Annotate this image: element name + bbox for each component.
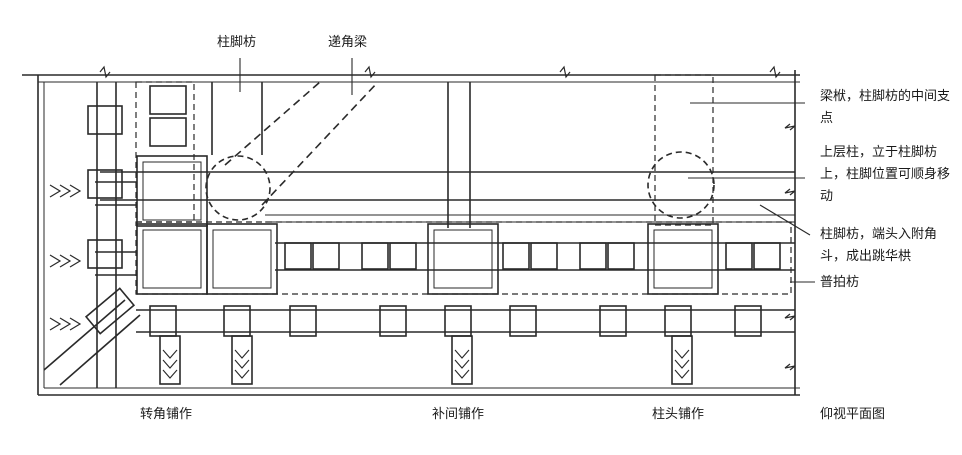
drawing-stroke	[162, 349, 178, 379]
bracket-block	[379, 305, 407, 337]
break-mark	[769, 65, 781, 79]
bracket-block	[87, 105, 123, 135]
corner-beam-edge	[261, 81, 379, 206]
dashed-band	[135, 221, 792, 295]
bracket-block	[579, 242, 607, 270]
label-corner-beam: 递角梁	[328, 35, 368, 50]
column-head-block-inner	[653, 229, 713, 289]
bracket-block	[149, 117, 187, 147]
break-mark	[784, 123, 796, 131]
label-column-head-set: 柱头铺作	[652, 407, 705, 422]
label-intercolumn-set: 补间铺作	[432, 407, 485, 422]
break-mark	[559, 65, 571, 79]
bracket-block	[671, 335, 693, 385]
bracket-block	[599, 305, 627, 337]
bracket-block	[361, 242, 389, 270]
corner-column-block-inner	[142, 161, 202, 221]
drawing-stroke	[49, 184, 82, 198]
drawing-stroke	[234, 349, 250, 379]
bracket-block	[312, 242, 340, 270]
break-mark	[784, 363, 796, 371]
corner-diagonal	[59, 314, 141, 386]
column-head-block	[647, 223, 719, 295]
bracket-block	[607, 242, 635, 270]
corner-diagonal-block	[84, 287, 136, 335]
corner-column-block-inner	[212, 229, 272, 289]
corner-column-block	[136, 223, 208, 295]
dashed-frame	[135, 81, 195, 223]
bracket-block	[509, 305, 537, 337]
bracket-block	[502, 242, 530, 270]
bracket-block	[389, 242, 417, 270]
bracket-block	[289, 305, 317, 337]
bracket-block	[284, 242, 312, 270]
corner-diagonal	[43, 299, 126, 371]
bracket-block	[753, 242, 781, 270]
bracket-block	[87, 169, 123, 199]
corner-column-block-inner	[142, 229, 202, 289]
upper-column-circle	[647, 151, 715, 219]
drawing-stroke	[454, 349, 470, 379]
break-mark	[784, 188, 796, 196]
intercolumn-block-inner	[433, 229, 493, 289]
bracket-block	[451, 335, 473, 385]
drawing-stroke	[49, 254, 82, 268]
bracket-block	[149, 85, 187, 115]
leader-line	[759, 204, 811, 236]
bracket-block	[734, 305, 762, 337]
drawing-stroke	[674, 349, 690, 379]
label-beam-bracket: 梁栿，柱脚枋的中间支点	[820, 89, 951, 126]
bracket-block	[725, 242, 753, 270]
label-tie-end: 柱脚枋，端头入附角斗，成出跳华栱	[820, 227, 938, 264]
upper-column-circle	[205, 155, 271, 221]
label-corner-set: 转角铺作	[140, 407, 193, 422]
dashed-frame	[654, 74, 714, 226]
bracket-block	[87, 239, 123, 269]
label-pupai-fang: 普拍枋	[820, 275, 860, 290]
label-upper-column: 上层柱，立于柱脚枋上，柱脚位置可顺身移动	[820, 145, 951, 204]
bracket-block	[159, 335, 181, 385]
label-column-foot-tie: 柱脚枋	[217, 35, 257, 50]
corner-beam-edge	[224, 81, 321, 166]
corner-column-block	[136, 155, 208, 227]
bracket-block	[530, 242, 558, 270]
corner-column-block	[206, 223, 278, 295]
bracket-block	[231, 335, 253, 385]
label-view-name: 仰视平面图	[820, 407, 886, 422]
break-mark	[364, 65, 376, 79]
drawing-stroke	[49, 317, 82, 331]
break-mark	[99, 65, 111, 79]
intercolumn-block	[427, 223, 499, 295]
break-mark	[784, 313, 796, 321]
